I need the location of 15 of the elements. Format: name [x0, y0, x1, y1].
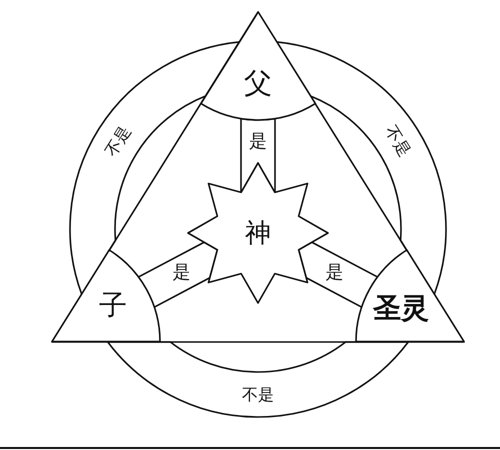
ring-band [106, 341, 410, 418]
edge-label: 不是 [241, 386, 275, 404]
edge-label: 是 [172, 263, 192, 284]
node-label: 父 [244, 68, 272, 100]
star-shape [188, 163, 328, 303]
edge-label: 是 [324, 263, 344, 284]
corner-sector [200, 12, 316, 120]
corner-sector [356, 250, 464, 342]
node-label: 圣灵 [373, 294, 429, 324]
corner-sector [52, 250, 160, 342]
edge-label: 是 [248, 132, 268, 152]
node-label: 神 [245, 220, 271, 248]
shield-shape [52, 12, 464, 342]
ring-band [69, 41, 240, 296]
node-label: 子 [99, 290, 127, 322]
